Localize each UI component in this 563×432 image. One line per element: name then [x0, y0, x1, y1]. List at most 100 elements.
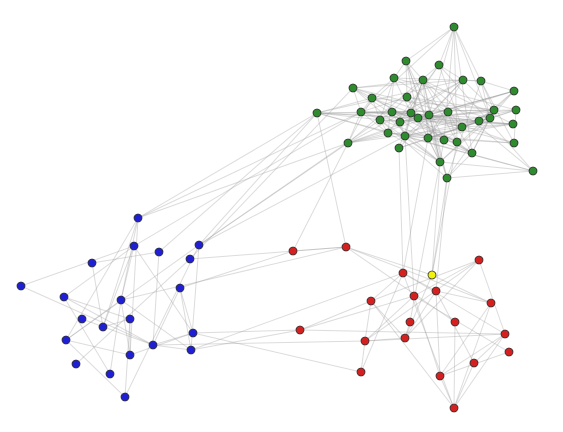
graph-edge [443, 109, 495, 141]
green-node [457, 122, 467, 132]
graph-edge [427, 123, 514, 139]
graph-edge [198, 119, 381, 246]
blue-node [120, 392, 130, 402]
red-node [360, 336, 370, 346]
graph-edge [439, 117, 491, 163]
graph-edge [405, 60, 445, 141]
graph-edge [152, 332, 194, 346]
graph-edge [316, 97, 373, 114]
graph-edge [387, 77, 395, 134]
graph-edge [431, 274, 492, 304]
green-node [435, 157, 445, 167]
graph-edge [391, 111, 473, 154]
graph-edge [453, 333, 506, 409]
red-node [295, 325, 305, 335]
graph-edge [129, 332, 194, 356]
graph-edge [405, 60, 441, 163]
red-node [450, 317, 460, 327]
graph-edge [435, 290, 441, 377]
node-layer [16, 22, 538, 413]
graph-edge [404, 290, 437, 339]
graph-edge [379, 119, 448, 179]
graph-edge [438, 26, 455, 66]
graph-edge [292, 142, 349, 252]
blue-node [148, 340, 158, 350]
graph-edge [428, 114, 480, 122]
graph-edge [439, 90, 515, 163]
graph-edge [20, 245, 135, 287]
graph-edge [133, 111, 362, 247]
green-node [356, 107, 366, 117]
green-node [375, 115, 385, 125]
blue-node [116, 295, 126, 305]
graph-edge [179, 287, 194, 334]
graph-edge [345, 246, 492, 304]
graph-edge [120, 246, 347, 301]
graph-edge [428, 114, 448, 179]
graph-edge [81, 318, 154, 346]
graph-edge [158, 112, 318, 253]
graph-edge [102, 318, 131, 328]
graph-edge [364, 333, 506, 342]
graph-edge [120, 217, 139, 301]
graph-edge [413, 259, 480, 297]
blue-node [186, 345, 196, 355]
graph-edge [316, 112, 347, 248]
blue-node [133, 213, 143, 223]
graph-edge [431, 161, 441, 276]
blue-node [98, 322, 108, 332]
graph-edge [347, 117, 419, 144]
graph-edge [137, 111, 362, 219]
graph-edge [352, 87, 441, 163]
green-node [511, 105, 521, 115]
graph-edge [198, 112, 318, 246]
graph-edge [345, 246, 433, 276]
graph-edge [393, 77, 449, 113]
graph-edge [364, 300, 372, 342]
red-node [398, 268, 408, 278]
graph-edge [453, 26, 458, 143]
graph-edge [292, 246, 347, 252]
graph-edge [190, 329, 301, 351]
graph-edge [120, 299, 131, 356]
green-node [424, 110, 434, 120]
graph-edge [438, 64, 464, 81]
graph-edge [316, 112, 401, 123]
graph-edge [364, 337, 406, 342]
graph-edge [428, 90, 515, 116]
graph-edge [431, 141, 458, 276]
green-node [387, 107, 397, 117]
graph-edge [427, 120, 480, 139]
highlighted-node [427, 270, 437, 280]
graph-edge [435, 177, 448, 292]
graph-edge [480, 80, 515, 92]
green-node [449, 22, 459, 32]
graph-edge [299, 300, 372, 331]
graph-edge [404, 135, 415, 297]
graph-edge [398, 109, 517, 149]
graph-edge [422, 79, 441, 163]
graph-edge [398, 147, 404, 274]
graph-edge [402, 272, 437, 292]
graph-edge [393, 77, 517, 111]
graph-edge [422, 79, 458, 143]
graph-edge [299, 295, 415, 331]
green-node [439, 135, 449, 145]
graph-edge [190, 272, 404, 351]
blue-node [16, 281, 26, 291]
graph-edge [473, 333, 506, 364]
green-node [528, 166, 538, 176]
graph-edge [65, 299, 122, 341]
red-node [400, 333, 410, 343]
graph-edge [65, 339, 131, 356]
graph-edge [438, 64, 463, 128]
red-node [500, 329, 510, 339]
graph-edge [427, 137, 441, 163]
graph-edge [379, 119, 441, 163]
graph-edge [192, 332, 362, 373]
graph-edge [398, 117, 491, 149]
graph-edge [461, 123, 514, 128]
graph-edge [439, 333, 506, 377]
graph-edge [446, 170, 534, 179]
graph-edge [347, 111, 362, 144]
